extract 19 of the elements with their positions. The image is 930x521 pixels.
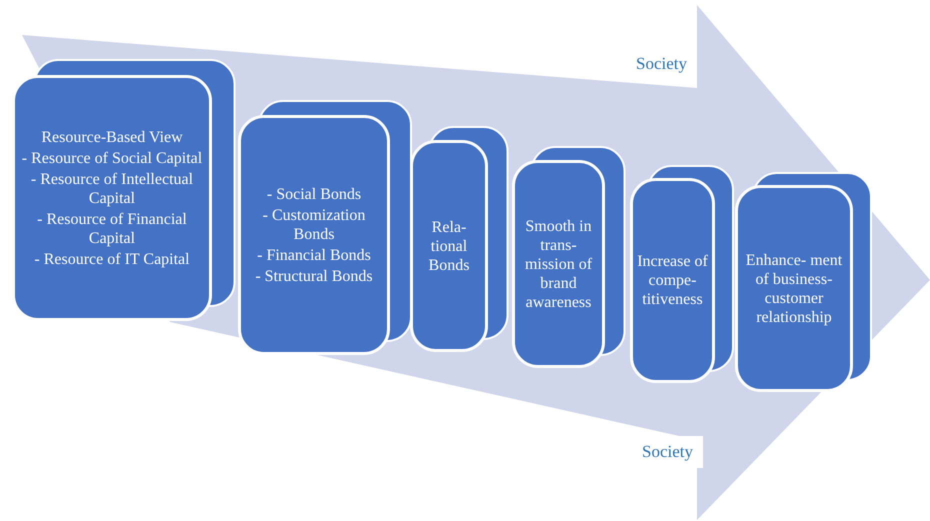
process-block: [630, 178, 715, 383]
process-block: [735, 185, 853, 392]
block-text: - Resource of Social Capital: [22, 148, 202, 168]
block-text: Smooth in trans- mission of brand awareness: [524, 216, 594, 312]
block-text: - Resource of IT Capital: [34, 250, 190, 268]
process-block: [238, 115, 390, 355]
block-text: - Customization Bonds: [262, 206, 366, 244]
block-text: Resource-Based View: [41, 128, 183, 146]
block-text: - Resource of Intellectual Capital: [30, 170, 194, 208]
block-text: - Financial Bonds: [257, 246, 371, 264]
process-block: [410, 140, 488, 352]
process-block: [12, 75, 212, 321]
block-text: - Structural Bonds: [255, 266, 373, 286]
block-text: - Resource of Financial Capital: [36, 210, 188, 248]
process-block: [512, 160, 605, 368]
block-text: Increase of compe- titiveness: [637, 252, 708, 309]
block-text: Enhance- ment of business- customer relationship: [744, 250, 844, 326]
block-text: - Social Bonds: [266, 184, 362, 204]
block-text: Rela- tional Bonds: [428, 218, 470, 274]
